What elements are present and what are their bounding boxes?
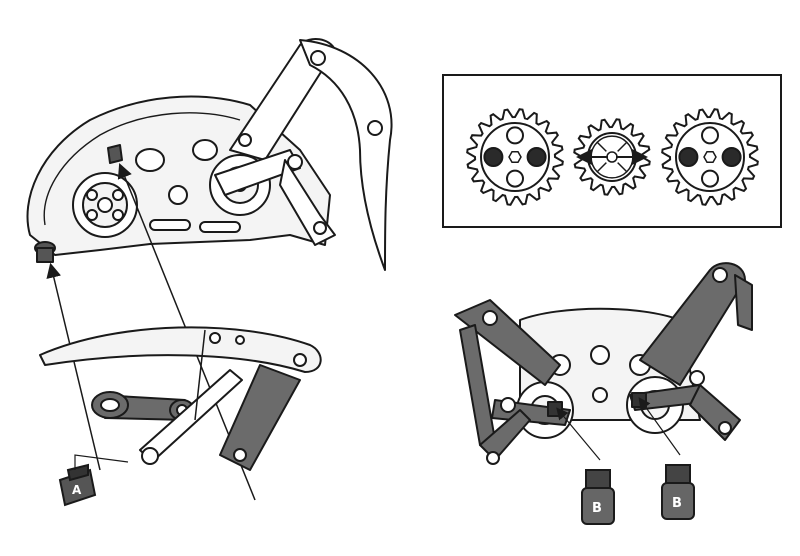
filled-hole xyxy=(526,147,547,167)
filled-hole xyxy=(483,147,504,167)
curved-rail xyxy=(39,326,322,373)
pin-b-right: B xyxy=(661,464,695,520)
pin-b-right-label: B xyxy=(672,496,682,511)
gear-icon xyxy=(466,108,564,206)
lower-claw-parts xyxy=(39,326,322,471)
pin-a: A xyxy=(58,463,97,507)
curved-claw xyxy=(299,39,393,271)
gear-icon xyxy=(661,108,759,206)
arrow-to-left-post xyxy=(46,262,101,471)
pin-b-left: B xyxy=(581,469,615,525)
gear-icon xyxy=(573,118,651,196)
assembled-frame-view xyxy=(454,262,753,465)
gear-inset xyxy=(442,74,782,228)
pin-b-left-label: B xyxy=(592,501,602,516)
main-frame-assembly xyxy=(26,38,393,271)
filled-hole xyxy=(678,147,699,167)
filled-hole xyxy=(721,147,742,167)
left-dark-arm xyxy=(454,299,561,386)
pin-a-label: A xyxy=(72,483,82,497)
dark-arm xyxy=(219,364,301,471)
